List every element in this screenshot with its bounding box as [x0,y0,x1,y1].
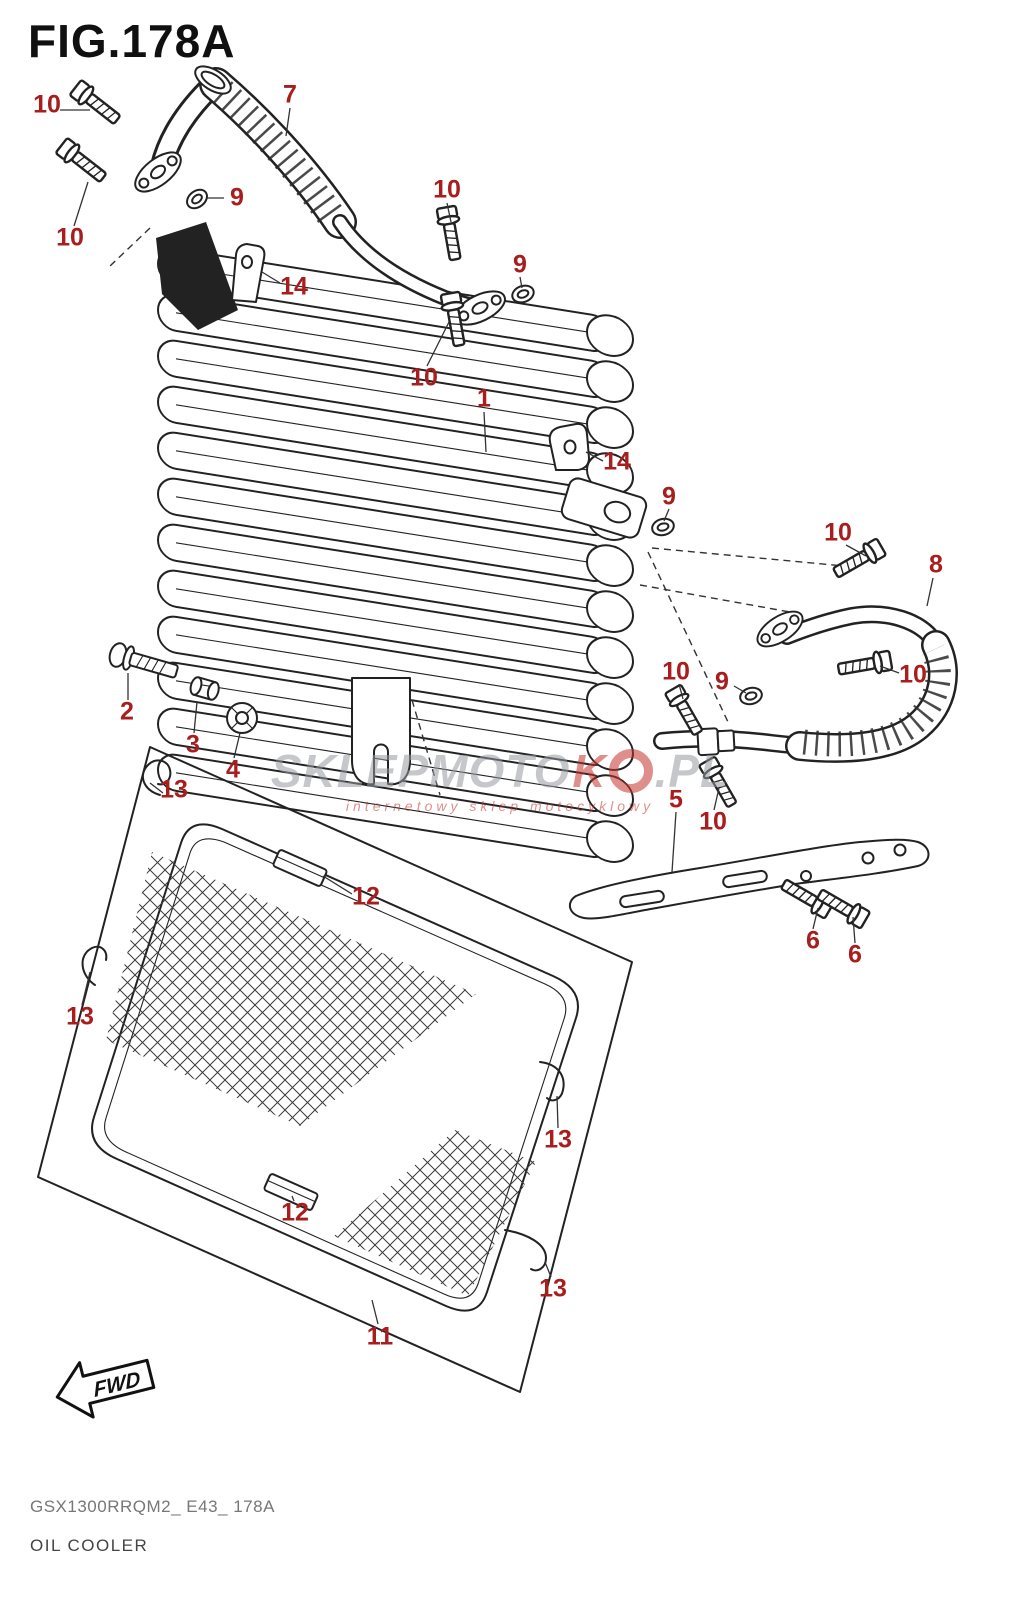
hook-13 [539,1061,565,1102]
o-ring [182,184,212,214]
clip-12 [263,1173,319,1211]
bolt-10 [662,682,709,740]
screen-guard [37,746,633,1393]
fwd-badge: FWD [55,1358,156,1419]
mesh-area [106,852,476,1126]
footer-part-code: GSX1300RRQM2_ E43_ 178A [30,1497,275,1516]
o-ring [737,684,765,708]
o-ring [649,515,677,539]
spacer-3 [189,676,220,701]
leader-lines [60,107,934,1325]
union-fitting [696,727,736,757]
mesh-area [334,1130,536,1296]
bracket-14-lower [548,422,677,539]
outlet-hose [639,547,958,763]
bolt-10 [67,77,125,130]
core-inlet-fitting [156,222,238,330]
bolt-2 [108,642,179,679]
figure-title: FIG.178A [28,15,236,67]
bolt-10 [696,754,743,812]
core-clamp [351,677,411,786]
bolt-10 [53,135,111,188]
hook-13 [141,759,172,796]
bolt-10 [434,204,468,263]
bracket-14-upper [231,243,266,303]
hook-13 [504,1229,547,1272]
grommet-4 [226,702,258,734]
bolt-10 [835,648,894,682]
bolt-10 [829,536,888,584]
clip-12 [272,849,328,887]
footer-figure-name: OIL COOLER [30,1536,149,1555]
inlet-pipe [109,65,538,333]
mount-bracket-5 [568,838,930,920]
hook-13 [81,945,108,986]
